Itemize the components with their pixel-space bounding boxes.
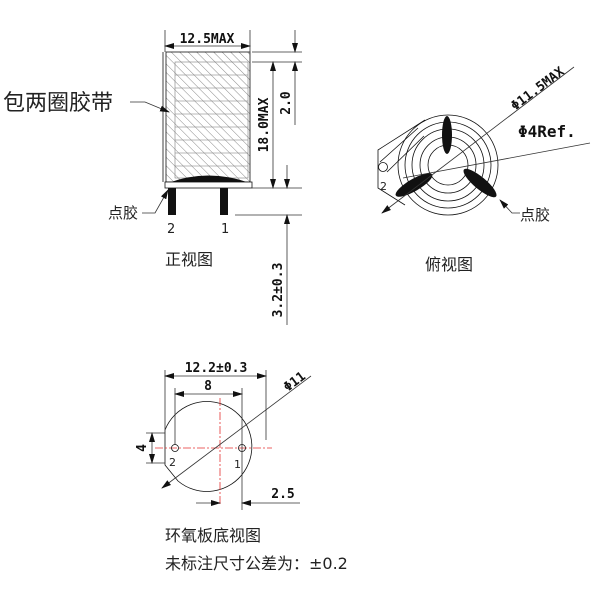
dim-offset: 2.5 (271, 487, 294, 502)
dim-inner: Φ4Ref. (518, 122, 576, 141)
dim-diameter: Φ11 (281, 369, 309, 395)
pin-2 (168, 188, 176, 215)
bottom-view-title: 环氧板底视图 (165, 526, 261, 545)
pin-hole (378, 162, 388, 172)
dim-pitch: 8 (204, 379, 212, 394)
pin-label-2: 2 (167, 222, 175, 237)
pin-label-1: 1 (234, 458, 241, 471)
top-view: 2 Φ11.5MAX Φ4Ref. 点胶 俯视图 (377, 64, 591, 274)
tolerance-note: 未标注尺寸公差为：±0.2 (165, 554, 348, 573)
base-plate (164, 181, 253, 189)
pin-label: 2 (380, 180, 387, 193)
glue-spot (442, 116, 452, 154)
dim-width: 12.5MAX (180, 32, 235, 47)
dim-outer: Φ11.5MAX (508, 64, 567, 114)
dim-height: 18.0MAX (257, 97, 272, 152)
glue-label: 点胶 (108, 204, 138, 222)
tape-label: 包两圈胶带 (3, 91, 113, 116)
glue-spot (463, 168, 497, 198)
front-view: 2 1 正视图 包两圈胶带 点胶 12.5MAX 18.0MAX 2.0 3.2… (3, 30, 302, 325)
pin-label-2: 2 (169, 456, 176, 469)
tape-body (165, 51, 251, 183)
pin-1 (220, 188, 228, 215)
pin-label-1: 1 (221, 222, 229, 237)
dim-pin: 3.2±0.3 (271, 263, 286, 318)
bottom-view: 2 1 12.2±0.3 8 Φ11 4 2.5 环氧板底视图 (135, 361, 312, 545)
dim-top: 2.0 (279, 91, 294, 115)
dim-width: 12.2±0.3 (185, 361, 248, 376)
glue-spot (395, 173, 433, 197)
top-view-title: 俯视图 (425, 255, 473, 274)
front-view-title: 正视图 (165, 250, 213, 269)
dim-flat: 4 (135, 444, 150, 452)
glue-dome (168, 175, 250, 183)
glue-label: 点胶 (520, 206, 550, 224)
